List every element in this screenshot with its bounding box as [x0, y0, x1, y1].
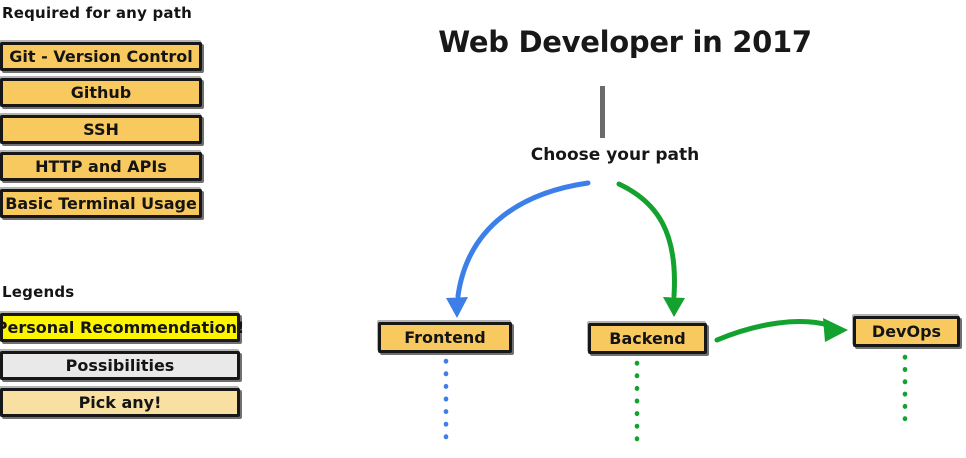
required-item-ssh: SSH — [0, 115, 202, 144]
required-item-git: Git - Version Control — [0, 42, 202, 71]
required-item-github: Github — [0, 78, 202, 107]
path-node-frontend: Frontend — [378, 322, 512, 353]
frontend-arrow-curve — [455, 180, 591, 299]
path-node-devops: DevOps — [853, 316, 960, 347]
backend-arrow-curve — [616, 181, 677, 299]
backend-arrowhead — [663, 297, 685, 317]
path-node-backend: Backend — [588, 323, 707, 354]
legend-possibilities: Possibilities — [0, 351, 240, 380]
legend-pick-any: Pick any! — [0, 388, 240, 417]
frontend-arrowhead — [446, 297, 468, 318]
page-title: Web Developer in 2017 — [438, 25, 812, 59]
legends-section-heading: Legends — [2, 283, 75, 301]
choose-your-path-label: Choose your path — [530, 145, 700, 165]
required-section-heading: Required for any path — [2, 4, 192, 22]
legend-personal-recommendation: Personal Recommendation! — [0, 313, 244, 342]
required-item-terminal: Basic Terminal Usage — [0, 189, 202, 218]
devops-arrow-curve — [714, 319, 831, 343]
required-item-http-apis: HTTP and APIs — [0, 152, 202, 181]
devops-arrowhead — [823, 318, 848, 342]
